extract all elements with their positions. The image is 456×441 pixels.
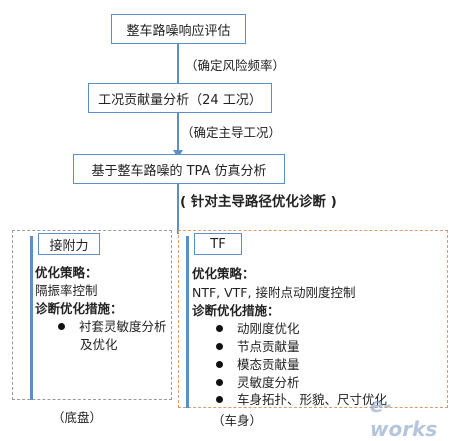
left-panel-tag: 接附力 [38,233,100,255]
right-tag-label: TF [210,236,226,252]
annotation-1: （确定风险频率） [185,58,286,73]
right-measure-item: 节点贡献量 [216,338,300,355]
left-strategy-text: 隔振率控制 [35,283,98,298]
right-panel-bar [186,236,189,408]
right-strategy-text: NTF, VTF, 接附点动刚度控制 [192,285,356,300]
left-panel-bar [30,236,33,400]
bullet-icon [216,396,223,403]
step-2-label: 工况贡献量分析（24 工况） [98,92,262,108]
step-2-box: 工况贡献量分析（24 工况） [88,83,272,113]
step-1-box: 整车路噪响应评估 [111,14,246,44]
left-tag-label: 接附力 [49,238,89,254]
left-measure-item-cont: 及优化 [80,337,118,352]
bullet-icon [216,361,223,368]
step-1-label: 整车路噪响应评估 [126,23,231,39]
watermark-logo: e-works [370,393,438,441]
left-strategy-title: 优化策略： [35,265,98,280]
left-measures-title: 诊断优化措施： [35,301,123,316]
annotation-3: ( 针对主导路径优化诊断 ) [180,194,337,210]
bullet-icon [216,343,223,350]
right-measure-item: 动刚度优化 [216,320,300,337]
bullet-icon [58,323,65,330]
right-measure-item: 灵敏度分析 [216,374,300,391]
right-measures-title: 诊断优化措施： [192,303,280,318]
bullet-icon [216,325,223,332]
right-measure-item: 模态贡献量 [216,356,300,373]
bullet-icon [216,379,223,386]
annotation-2: （确定主导工况） [181,125,282,140]
left-panel-footer: （底盘） [52,410,103,425]
step-3-box: 基于整车路噪的 TPA 仿真分析 [73,154,285,184]
left-measure-item: 衬套灵敏度分析 [58,318,167,335]
step-3-label: 基于整车路噪的 TPA 仿真分析 [91,163,267,179]
right-panel [178,230,448,408]
right-panel-footer: （车身） [212,413,263,428]
left-panel [12,230,172,400]
right-strategy-title: 优化策略： [192,266,255,281]
right-measure-item: 车身拓扑、形貌、尺寸优化 [216,391,387,408]
connector-1 [177,44,179,90]
connector-3 [177,184,179,234]
connector-2 [177,113,179,155]
right-panel-tag: TF [194,233,242,255]
